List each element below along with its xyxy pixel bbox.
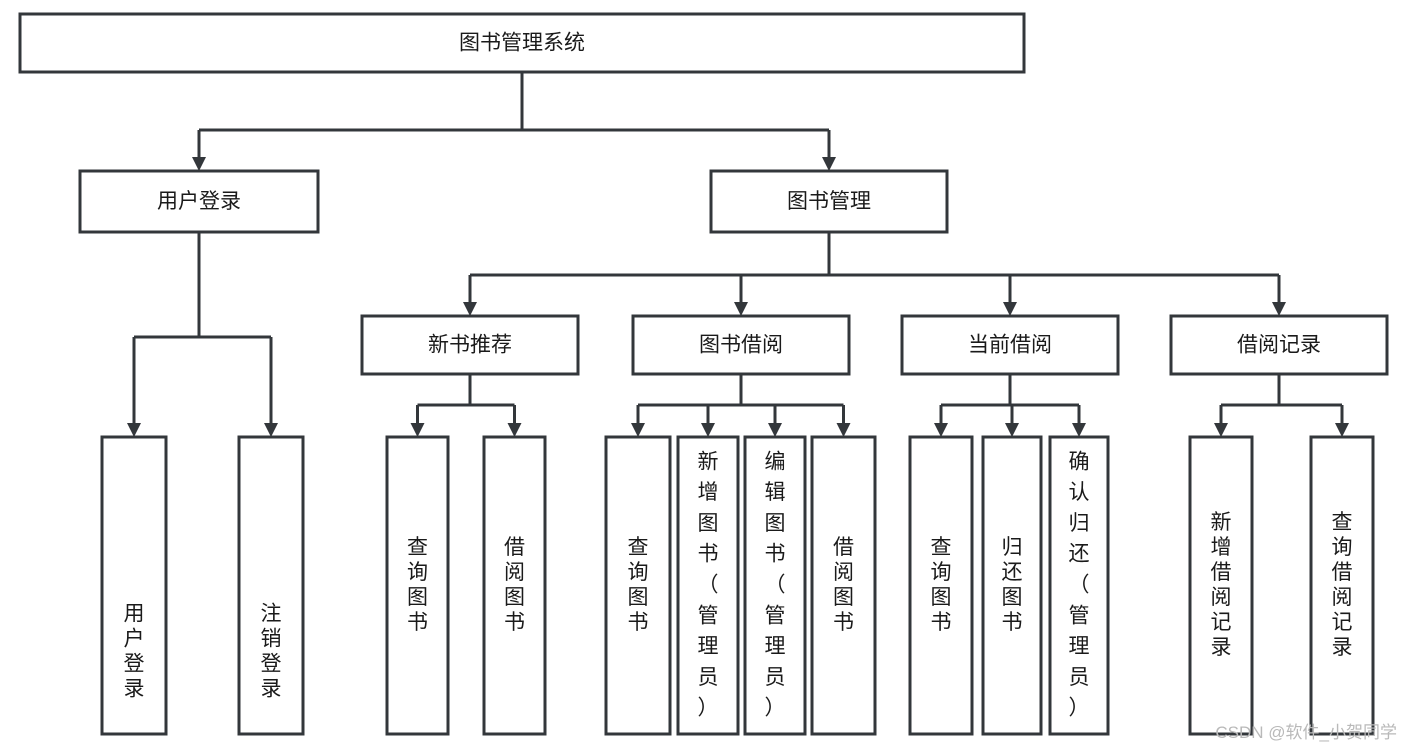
connector-borrow-record-branch-1-arrowhead [1335,423,1349,437]
connector-root-branch-1-arrowhead [822,157,836,171]
node-leaf-edit-book-label: 编辑图书（管理员） [765,450,786,719]
node-borrow-record-label: 借阅记录 [1237,334,1321,357]
node-borrow-record[interactable]: 借阅记录 [1169,314,1389,376]
connector-book-borrow-branch-0-arrowhead [631,423,645,437]
node-leaf-query-book-2[interactable]: 查询图书 [604,435,672,736]
node-leaf-edit-book[interactable]: 编辑图书（管理员） [743,435,807,736]
node-root-label: 图书管理系统 [459,32,585,55]
node-leaf-query-book-3[interactable]: 查询图书 [908,435,974,736]
node-leaf-confirm-return[interactable]: 确认归还（管理员） [1048,435,1110,736]
connector-layer [127,72,1349,437]
node-leaf-add-book[interactable]: 新增图书（管理员） [676,435,740,736]
node-leaf-add-record-label: 新增借阅记录 [1211,511,1232,659]
node-leaf-query-record-label: 查询借阅记录 [1332,511,1353,659]
node-leaf-return-book[interactable]: 归还图书 [981,435,1043,736]
node-current-borrow[interactable]: 当前借阅 [900,314,1120,376]
node-leaf-query-book-3-label: 查询图书 [931,536,952,634]
node-leaf-query-book-1-label: 查询图书 [407,536,428,634]
connector-book-manage-branch-0-arrowhead [463,302,477,316]
connector-book-manage-branch-1-arrowhead [734,302,748,316]
connector-new-book-recommend-branch-0-arrowhead [410,423,425,437]
node-leaf-borrow-book-1-label: 借阅图书 [504,536,525,634]
node-leaf-confirm-return-label: 确认归还（管理员） [1069,450,1090,719]
node-leaf-query-record[interactable]: 查询借阅记录 [1309,435,1375,736]
node-leaf-add-record[interactable]: 新增借阅记录 [1188,435,1254,736]
node-root[interactable]: 图书管理系统 [18,12,1026,74]
connector-user-login-branch-1-arrowhead [264,423,278,437]
node-new-book-recommend-label: 新书推荐 [428,334,512,357]
node-leaf-logout-label: 注销登录 [261,602,282,700]
connector-root-branch-0-arrowhead [192,157,206,171]
connector-book-borrow-branch-2-arrowhead [768,423,782,437]
connector-current-borrow-branch-1-arrowhead [1005,423,1019,437]
node-leaf-borrow-book-1[interactable]: 借阅图书 [482,435,547,736]
node-leaf-user-login-label: 用户登录 [124,602,145,700]
node-book-manage-label: 图书管理 [787,190,871,213]
connector-book-manage-branch-2-arrowhead [1003,302,1017,316]
connector-borrow-record-branch-0-arrowhead [1214,423,1228,437]
node-leaf-query-book-1[interactable]: 查询图书 [385,435,450,736]
node-book-borrow-label: 图书借阅 [699,334,783,357]
node-current-borrow-label: 当前借阅 [968,334,1052,357]
connector-user-login-branch-0-arrowhead [127,423,141,437]
node-new-book-recommend[interactable]: 新书推荐 [360,314,580,376]
node-leaf-borrow-book-2[interactable]: 借阅图书 [810,435,877,736]
node-leaf-return-book-label: 归还图书 [1002,536,1023,634]
node-book-borrow[interactable]: 图书借阅 [631,314,851,376]
connector-current-borrow-branch-0-arrowhead [934,423,948,437]
connector-book-borrow-branch-3-arrowhead [836,423,851,437]
node-leaf-user-login[interactable]: 用户登录 [100,435,168,736]
node-layer: 图书管理系统用户登录图书管理新书推荐图书借阅当前借阅借阅记录用户登录注销登录查询… [18,12,1389,736]
node-user-login-label: 用户登录 [157,190,241,213]
node-leaf-borrow-book-2-label: 借阅图书 [833,536,854,634]
node-leaf-query-book-2-label: 查询图书 [628,536,649,634]
connector-current-borrow-branch-2-arrowhead [1072,423,1086,437]
node-user-login[interactable]: 用户登录 [78,169,320,234]
node-leaf-logout[interactable]: 注销登录 [237,435,305,736]
connector-book-manage-branch-3-arrowhead [1272,302,1286,316]
connector-book-borrow-branch-1-arrowhead [701,423,715,437]
connector-new-book-recommend-branch-1-arrowhead [507,423,522,437]
node-book-manage[interactable]: 图书管理 [709,169,949,234]
node-leaf-add-book-label: 新增图书（管理员） [698,450,719,719]
